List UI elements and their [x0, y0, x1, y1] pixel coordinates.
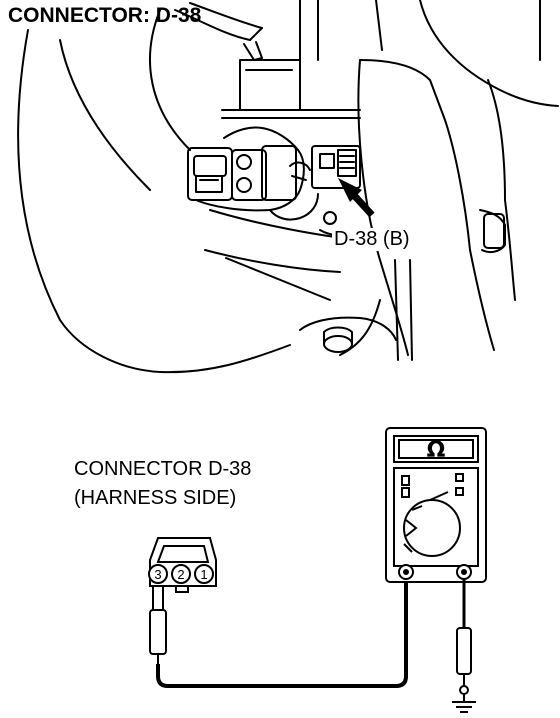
ohm-icon: Ω [427, 438, 446, 463]
pin-1 [194, 564, 214, 584]
arrow-icon [338, 178, 375, 218]
probe-ground-side [456, 627, 472, 686]
pin-3 [148, 564, 168, 584]
multimeter [385, 427, 487, 583]
left-body-outline [17, 29, 291, 374]
harness-connector [149, 537, 217, 593]
connector-d38-b [311, 145, 361, 189]
test-lead-wire [156, 582, 408, 688]
selector-dial [403, 499, 461, 557]
probe-connector-side [149, 585, 167, 664]
right-structure-outline [359, 59, 471, 251]
connector-pins: 3 2 1 [148, 564, 214, 584]
harness-side-label: (HARNESS SIDE) [74, 487, 237, 509]
pin-2 [171, 564, 191, 584]
ground-icon [452, 694, 476, 713]
page-title: CONNECTOR: D-38 [8, 4, 202, 27]
harness-connector-label: CONNECTOR D-38 [74, 458, 252, 480]
meter-jacks [398, 564, 472, 580]
pin-2-label: 2 [177, 567, 184, 582]
pin-3-label: 3 [154, 567, 161, 582]
hand-outline [195, 126, 305, 212]
connector-callout-label: D-38 (B) [332, 228, 412, 251]
pin-1-label: 1 [200, 567, 207, 582]
